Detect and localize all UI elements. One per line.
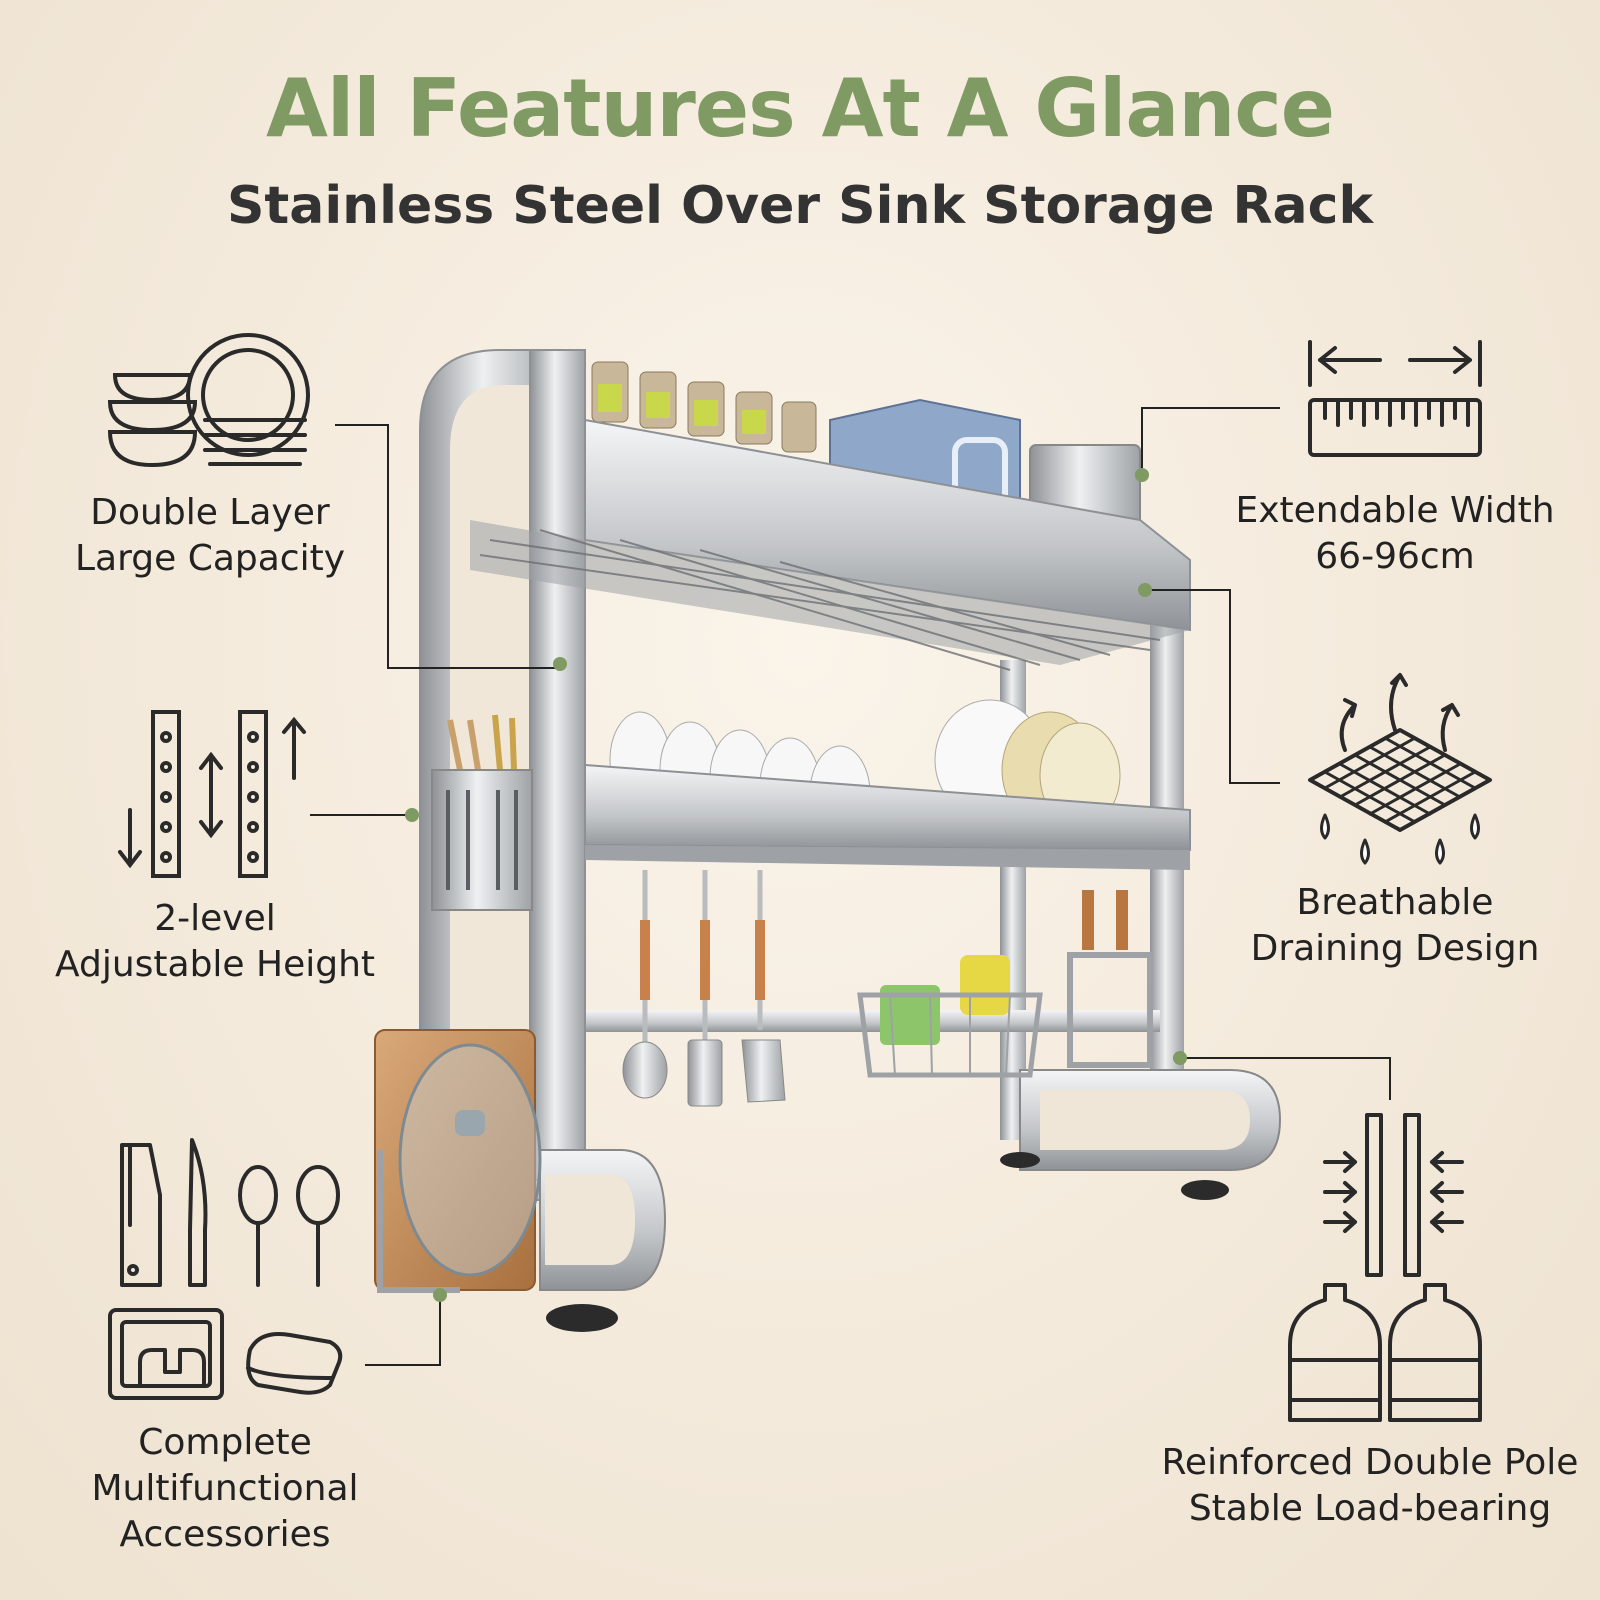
feature-reinforced-line1: Reinforced Double Pole — [1161, 1442, 1579, 1483]
hanging-utensils — [622, 870, 786, 1107]
top-shelf-grid — [479, 529, 1161, 671]
feature-extendable-width-line1: Extendable Width — [1235, 490, 1555, 531]
feature-double-layer-line1: Double Layer — [90, 492, 330, 533]
ruler-icon — [1308, 340, 1482, 457]
kitchen-utensils-icon — [108, 1138, 343, 1400]
callout-lines — [310, 407, 1391, 1366]
page-subtitle: Stainless Steel Over Sink Storage Rack — [226, 176, 1374, 236]
feature-adjustable-height-line2: Adjustable Height — [54, 944, 376, 985]
pot-lid — [398, 1043, 542, 1277]
feature-adjustable-height: 2-level Adjustable Height — [40, 896, 390, 988]
feature-adjustable-height-line1: 2-level — [154, 898, 276, 939]
feature-accessories-line1: Complete — [138, 1422, 312, 1463]
rack-cross-bar — [560, 1010, 1160, 1032]
feature-draining-line1: Breathable — [1296, 882, 1494, 923]
feature-accessories: Complete Multifunctional Accessories — [70, 1420, 380, 1558]
rack-foot-pad — [1181, 1180, 1229, 1200]
bowls-plates-icon — [107, 333, 310, 468]
drain-grid-icon — [1308, 673, 1492, 865]
feature-extendable-width: Extendable Width 66-96cm — [1220, 488, 1570, 580]
rack-left-post — [529, 349, 586, 1181]
water-jugs-icon — [1288, 1113, 1482, 1422]
top-shelf-tray — [584, 418, 1191, 632]
feature-reinforced: Reinforced Double Pole Stable Load-beari… — [1150, 1440, 1590, 1532]
feature-draining-line2: Draining Design — [1250, 928, 1540, 969]
callout-dots — [405, 468, 1187, 1302]
spice-jars — [591, 361, 817, 453]
utensil-holder — [431, 714, 533, 911]
feature-accessories-line2: Multifunctional — [91, 1468, 359, 1509]
feature-double-layer: Double Layer Large Capacity — [60, 490, 360, 582]
storage-rack — [374, 349, 1282, 1332]
feature-draining: Breathable Draining Design — [1230, 880, 1560, 972]
feature-extendable-width-line2: 66-96cm — [1315, 536, 1475, 577]
feature-accessories-line3: Accessories — [119, 1514, 331, 1555]
page-title: All Features At A Glance — [265, 62, 1335, 155]
sponge-basket — [857, 955, 1043, 1078]
cutting-board — [374, 1029, 542, 1293]
height-adjust-icon — [118, 710, 306, 878]
feature-reinforced-line2: Stable Load-bearing — [1188, 1488, 1552, 1529]
knife-holder — [1067, 890, 1153, 1068]
feature-double-layer-line2: Large Capacity — [74, 538, 346, 579]
